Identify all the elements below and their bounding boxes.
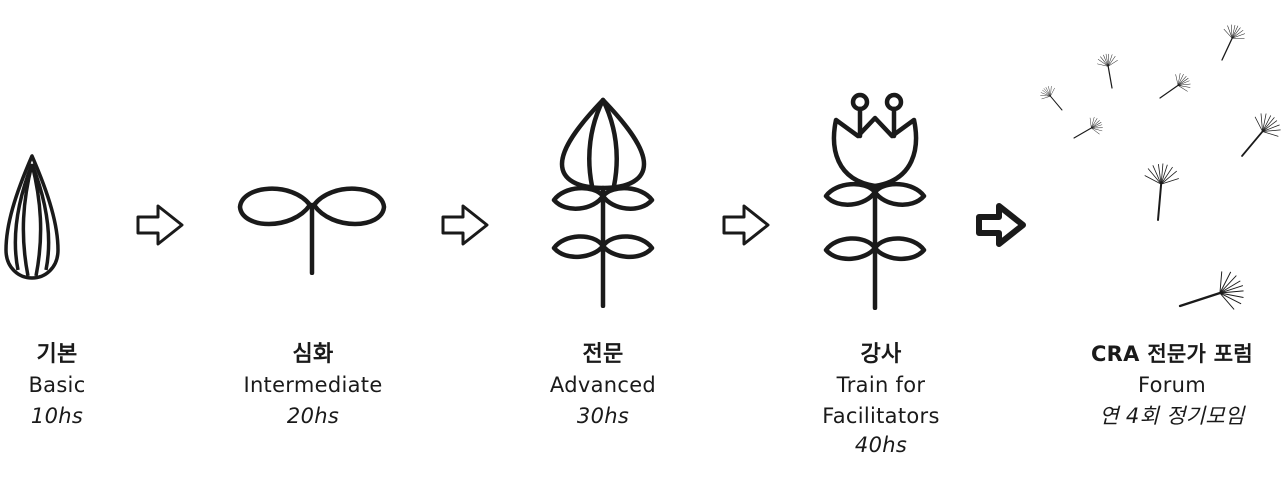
step-label-advanced: 전문 Advanced 30hs [483,339,723,432]
step-hours: 연 4회 정기모임 [1099,404,1245,428]
seed-7 [1139,161,1181,223]
step-label-intermediate: 심화 Intermediate 20hs [193,339,433,432]
sprout-icon [237,186,387,275]
step-subtitle: Forum [1137,373,1207,397]
step-title: CRA 전문가 포럼 [1090,342,1254,366]
step-hours: 30hs [576,404,630,428]
seed-3 [1153,68,1195,108]
step-title: 기본 [36,342,78,367]
step-subtitle: Basic [28,373,86,397]
seed-5 [1068,113,1107,147]
step-subtitle: Advanced [549,373,657,397]
step-label-facilitators: 강사 Train for Facilitators 40hs [756,339,1006,458]
step-hours: 40hs [854,433,908,457]
seed-icon [4,154,60,280]
step-title: 전문 [582,342,624,367]
arrow-right-icon [441,204,489,246]
seed-1 [1095,51,1123,91]
step-title: 심화 [292,342,334,367]
seed-8 [1172,265,1251,318]
step-label-basic: 기본 Basic 10hs [0,339,177,432]
step-subtitle: Intermediate [243,373,383,397]
arrow-right-bold-icon [976,203,1026,247]
flower-bud-icon [551,97,655,308]
step-subtitle: Train for Facilitators [822,373,940,428]
seed-6 [1229,106,1287,167]
arrow-right-icon [722,204,770,246]
dandelion-seeds-icon [1036,20,1287,318]
seed-4 [1036,82,1070,116]
step-hours: 10hs [30,404,84,428]
step-hours: 20hs [286,404,340,428]
tulip-icon [823,92,927,310]
arrow-right-icon [136,204,184,246]
step-title: 강사 [860,342,902,367]
seed-2 [1211,20,1249,66]
step-label-forum: CRA 전문가 포럼 Forum 연 4회 정기모임 [1056,339,1288,432]
